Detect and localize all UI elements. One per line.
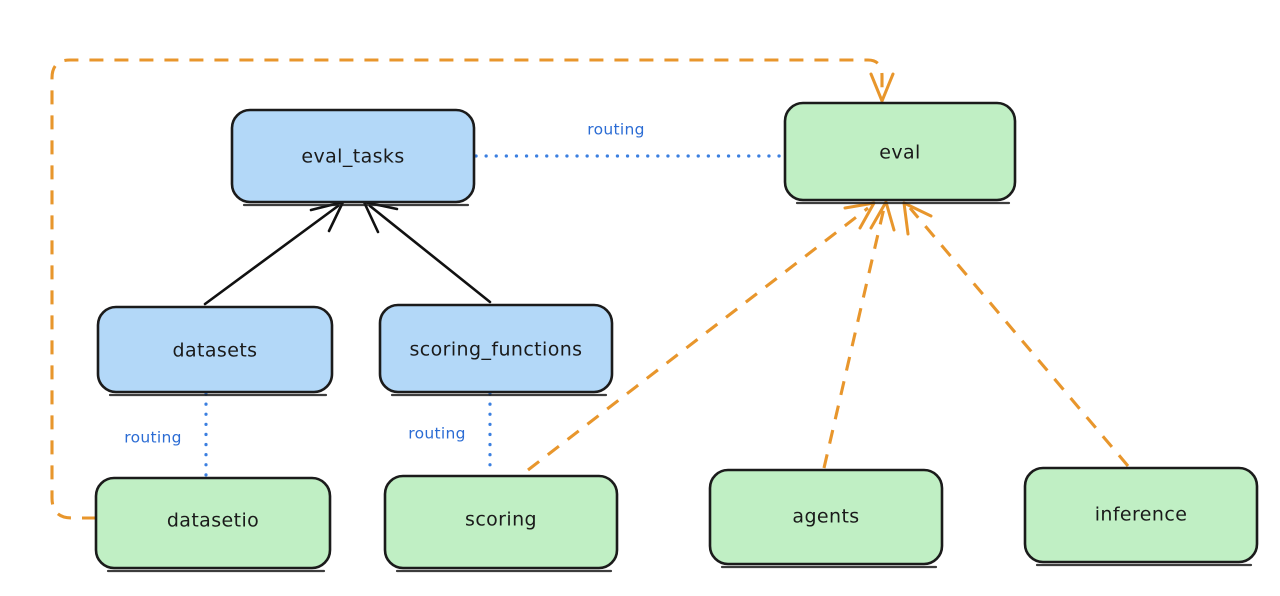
node-eval_tasks[interactable]: eval_tasks	[230, 108, 476, 207]
node-scoring-box	[383, 474, 619, 570]
node-layer: eval_tasks eval datasets scoring_functio…	[94, 101, 1259, 573]
node-datasetio-label: datasetio	[167, 510, 259, 532]
edge-datasets-eval_tasks-path	[203, 204, 340, 306]
node-datasets-box	[96, 305, 334, 394]
node-scoring-label: scoring	[465, 509, 537, 531]
node-scoring[interactable]: scoring	[383, 474, 619, 573]
edge-scoring_functions-eval_tasks-path	[368, 204, 492, 304]
edge-label-layer: routing routing routing	[124, 121, 645, 447]
edge-scoring-eval-path	[527, 206, 869, 472]
node-datasets[interactable]: datasets	[96, 305, 334, 397]
node-agents[interactable]: agents	[708, 468, 944, 569]
node-datasetio[interactable]: datasetio	[94, 476, 332, 573]
node-inference[interactable]: inference	[1023, 466, 1259, 567]
edge-label-routing-scoring_functions-scoring: routing	[408, 425, 466, 443]
node-eval-box	[783, 101, 1017, 202]
node-eval_tasks-label: eval_tasks	[301, 146, 404, 168]
edge-inference-eval-path	[908, 206, 1130, 468]
edge-inference-eval[interactable]	[902, 201, 1130, 468]
node-inference-box	[1023, 466, 1259, 564]
edge-scoring_functions-eval_tasks[interactable]	[362, 200, 492, 304]
node-agents-box	[708, 468, 944, 566]
edge-agents-eval[interactable]	[822, 200, 896, 469]
node-scoring_functions[interactable]: scoring_functions	[378, 303, 614, 397]
edge-label-routing-eval_tasks-eval: routing	[587, 121, 645, 139]
node-eval-label: eval	[879, 142, 920, 164]
edge-label-routing-datasets-datasetio: routing	[124, 429, 182, 447]
node-eval[interactable]: eval	[783, 101, 1017, 205]
edge-datasetio-eval-path	[50, 58, 884, 520]
node-datasetio-box	[94, 476, 332, 570]
node-eval_tasks-box	[230, 108, 476, 204]
node-scoring_functions-box	[378, 303, 614, 394]
edge-agents-eval-path	[822, 207, 886, 469]
edge-datasetio-eval-arrowhead	[869, 72, 895, 103]
node-inference-label: inference	[1095, 504, 1188, 526]
node-agents-label: agents	[792, 506, 859, 528]
edge-datasets-eval_tasks[interactable]	[203, 200, 345, 306]
node-scoring_functions-label: scoring_functions	[410, 339, 583, 361]
node-datasets-label: datasets	[173, 340, 258, 362]
edge-datasetio-eval[interactable]	[50, 58, 895, 520]
